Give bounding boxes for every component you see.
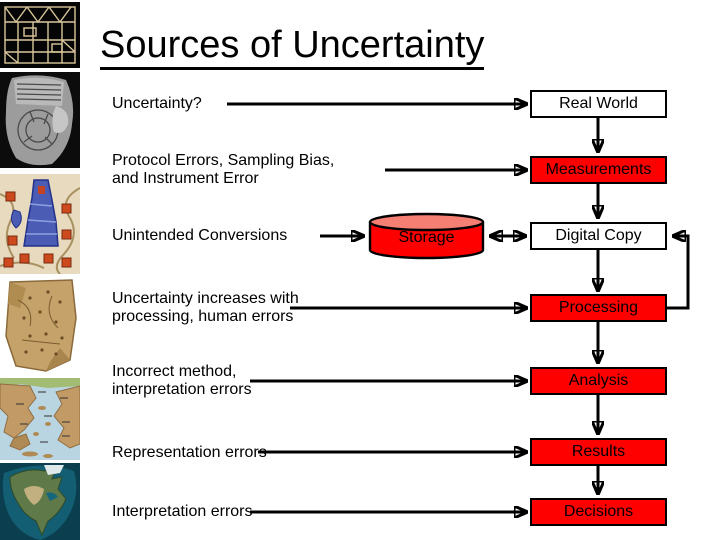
flow-box-analysis: Analysis [530,367,667,395]
label-unintended-conversions: Unintended Conversions [112,227,288,244]
label-incorrect-method: Incorrect method, interpretation errors [112,363,252,398]
babylonian-field-plan-map-thumbnail [0,2,80,68]
storage-cylinder-body [368,222,485,260]
medieval-tower-map-thumbnail [0,174,80,274]
label-uncertainty: Uncertainty? [112,95,202,112]
label-protocol-errors: Protocol Errors, Sampling Bias, and Inst… [112,152,335,187]
page-title: Sources of Uncertainty [100,24,485,70]
label-interpretation-errors: Interpretation errors [112,503,253,520]
storage-cylinder-top [368,212,485,232]
flow-box-measurements: Measurements [530,156,667,184]
greece-topographic-map-thumbnail [0,378,80,460]
storage-cylinder [368,212,485,260]
flow-box-decisions: Decisions [530,498,667,526]
parchment-map-thumbnail [0,278,80,373]
babylonian-world-map-clay-tablet-thumbnail [0,72,80,168]
storage-label: Storage [398,229,455,246]
flow-box-real-world: Real World [530,90,667,118]
north-america-satellite-map-thumbnail [0,463,80,540]
label-representation-errors: Representation errors [112,444,267,461]
flow-box-digital-copy: Digital Copy [530,222,667,250]
label-uncertainty-increases: Uncertainty increases with processing, h… [112,290,299,325]
arrow-processing-feedback-to-digital-copy [667,236,690,310]
flow-box-results: Results [530,438,667,466]
flow-box-processing: Processing [530,294,667,322]
image-strip [0,0,82,540]
